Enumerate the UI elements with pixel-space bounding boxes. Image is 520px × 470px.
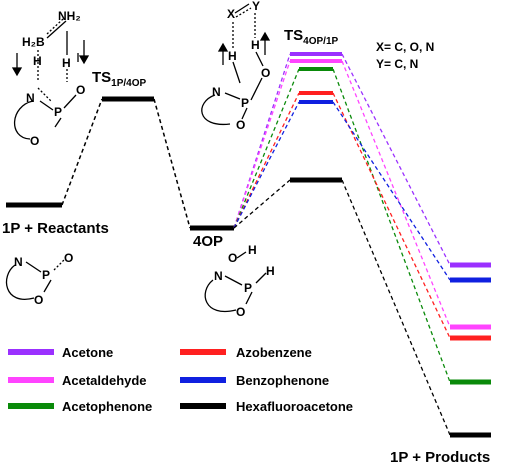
ts1-struct-n: N <box>26 91 35 105</box>
4op-struct-oh-h: H <box>248 243 257 257</box>
legend-label-acetophenone: Acetophenone <box>62 399 152 414</box>
x-definition: X= C, O, N <box>376 40 434 54</box>
ts1-structure <box>13 18 79 140</box>
ts1-struct-p: P <box>54 105 62 119</box>
ts2-struct-x: X <box>227 7 235 21</box>
connector-ts2-prod-benzophenone <box>332 101 451 281</box>
4op-struct-p: P <box>244 281 252 295</box>
y-definition: Y= C, N <box>376 57 418 71</box>
connector-ts1-intermediate <box>153 98 191 229</box>
connector-int-ts2-acetaldehyde <box>233 60 291 229</box>
legend-label-azobenzene: Azobenzene <box>236 345 312 360</box>
connector-reactants-ts1 <box>61 98 103 206</box>
ts1-arrows <box>11 40 90 77</box>
intermediate-label: 4OP <box>193 233 223 250</box>
ts2-struct-y: Y <box>252 0 260 13</box>
connector-int-ts2-hexafluoroacetone <box>233 179 291 229</box>
4op-struct-n: N <box>214 269 223 283</box>
legend-label-acetone: Acetone <box>62 345 113 360</box>
connector-ts2-prod-acetophenone <box>332 68 451 383</box>
ts1-label: TS1P/4OP <box>92 69 147 89</box>
ts2-arrows <box>217 31 271 65</box>
ts1-struct-h2: H <box>62 56 71 70</box>
reactants-label: 1P + Reactants <box>2 220 109 237</box>
ts2-label: TS4OP/1P <box>284 27 339 47</box>
ts1-struct-bh2: H₂B <box>22 35 45 49</box>
connector-int-ts2-benzophenone <box>233 101 300 229</box>
products-label: 1P + Products <box>390 449 490 466</box>
ts2-struct-o1: O <box>261 66 270 80</box>
4op-struct-o1: O <box>228 251 237 265</box>
ts2-struct-p: P <box>241 96 249 110</box>
ts1-struct-o1: O <box>76 83 85 97</box>
legend-label-benzophenone: Benzophenone <box>236 373 329 388</box>
1p-struct-n: N <box>14 255 23 269</box>
ts1-subscript: 1P/4OP <box>111 78 146 89</box>
ts2-subscript: 4OP/1P <box>303 36 338 47</box>
ts2-struct-n: N <box>212 85 221 99</box>
ts1-struct-o2: O <box>30 134 39 148</box>
4op-struct-o2: O <box>236 305 245 319</box>
1p-structure <box>5 259 65 300</box>
ts1-struct-nh2: NH₂ <box>58 9 81 23</box>
1p-struct-o2: O <box>34 293 43 307</box>
ts2-struct-h2: H <box>251 38 260 52</box>
connector-ts2-prod-hexafluoroacetone <box>341 179 451 436</box>
connector-ts2-prod-acetaldehyde <box>341 60 451 328</box>
ts2-structure <box>201 3 264 125</box>
1p-struct-p: P <box>42 268 50 282</box>
legend-label-acetaldehyde: Acetaldehyde <box>62 373 147 388</box>
1p-struct-o1: O <box>64 251 73 265</box>
ts1-struct-h1: H <box>33 54 42 68</box>
legend: Acetone Azobenzene Acetaldehyde Benzophe… <box>8 345 353 414</box>
connector-ts2-prod-azobenzene <box>332 92 451 339</box>
connector-int-ts2-acetophenone <box>233 68 300 229</box>
connector-ts2-prod-acetone <box>341 53 451 266</box>
connector-int-ts2-azobenzene <box>233 92 300 229</box>
ts2-struct-h1: H <box>228 49 237 63</box>
ts2-struct-o2: O <box>236 118 245 132</box>
4op-struct-h: H <box>266 264 275 278</box>
legend-label-hexafluoroacetone: Hexafluoroacetone <box>236 399 353 414</box>
connector-int-ts2-acetone <box>233 53 291 229</box>
4op-structure <box>204 251 267 313</box>
